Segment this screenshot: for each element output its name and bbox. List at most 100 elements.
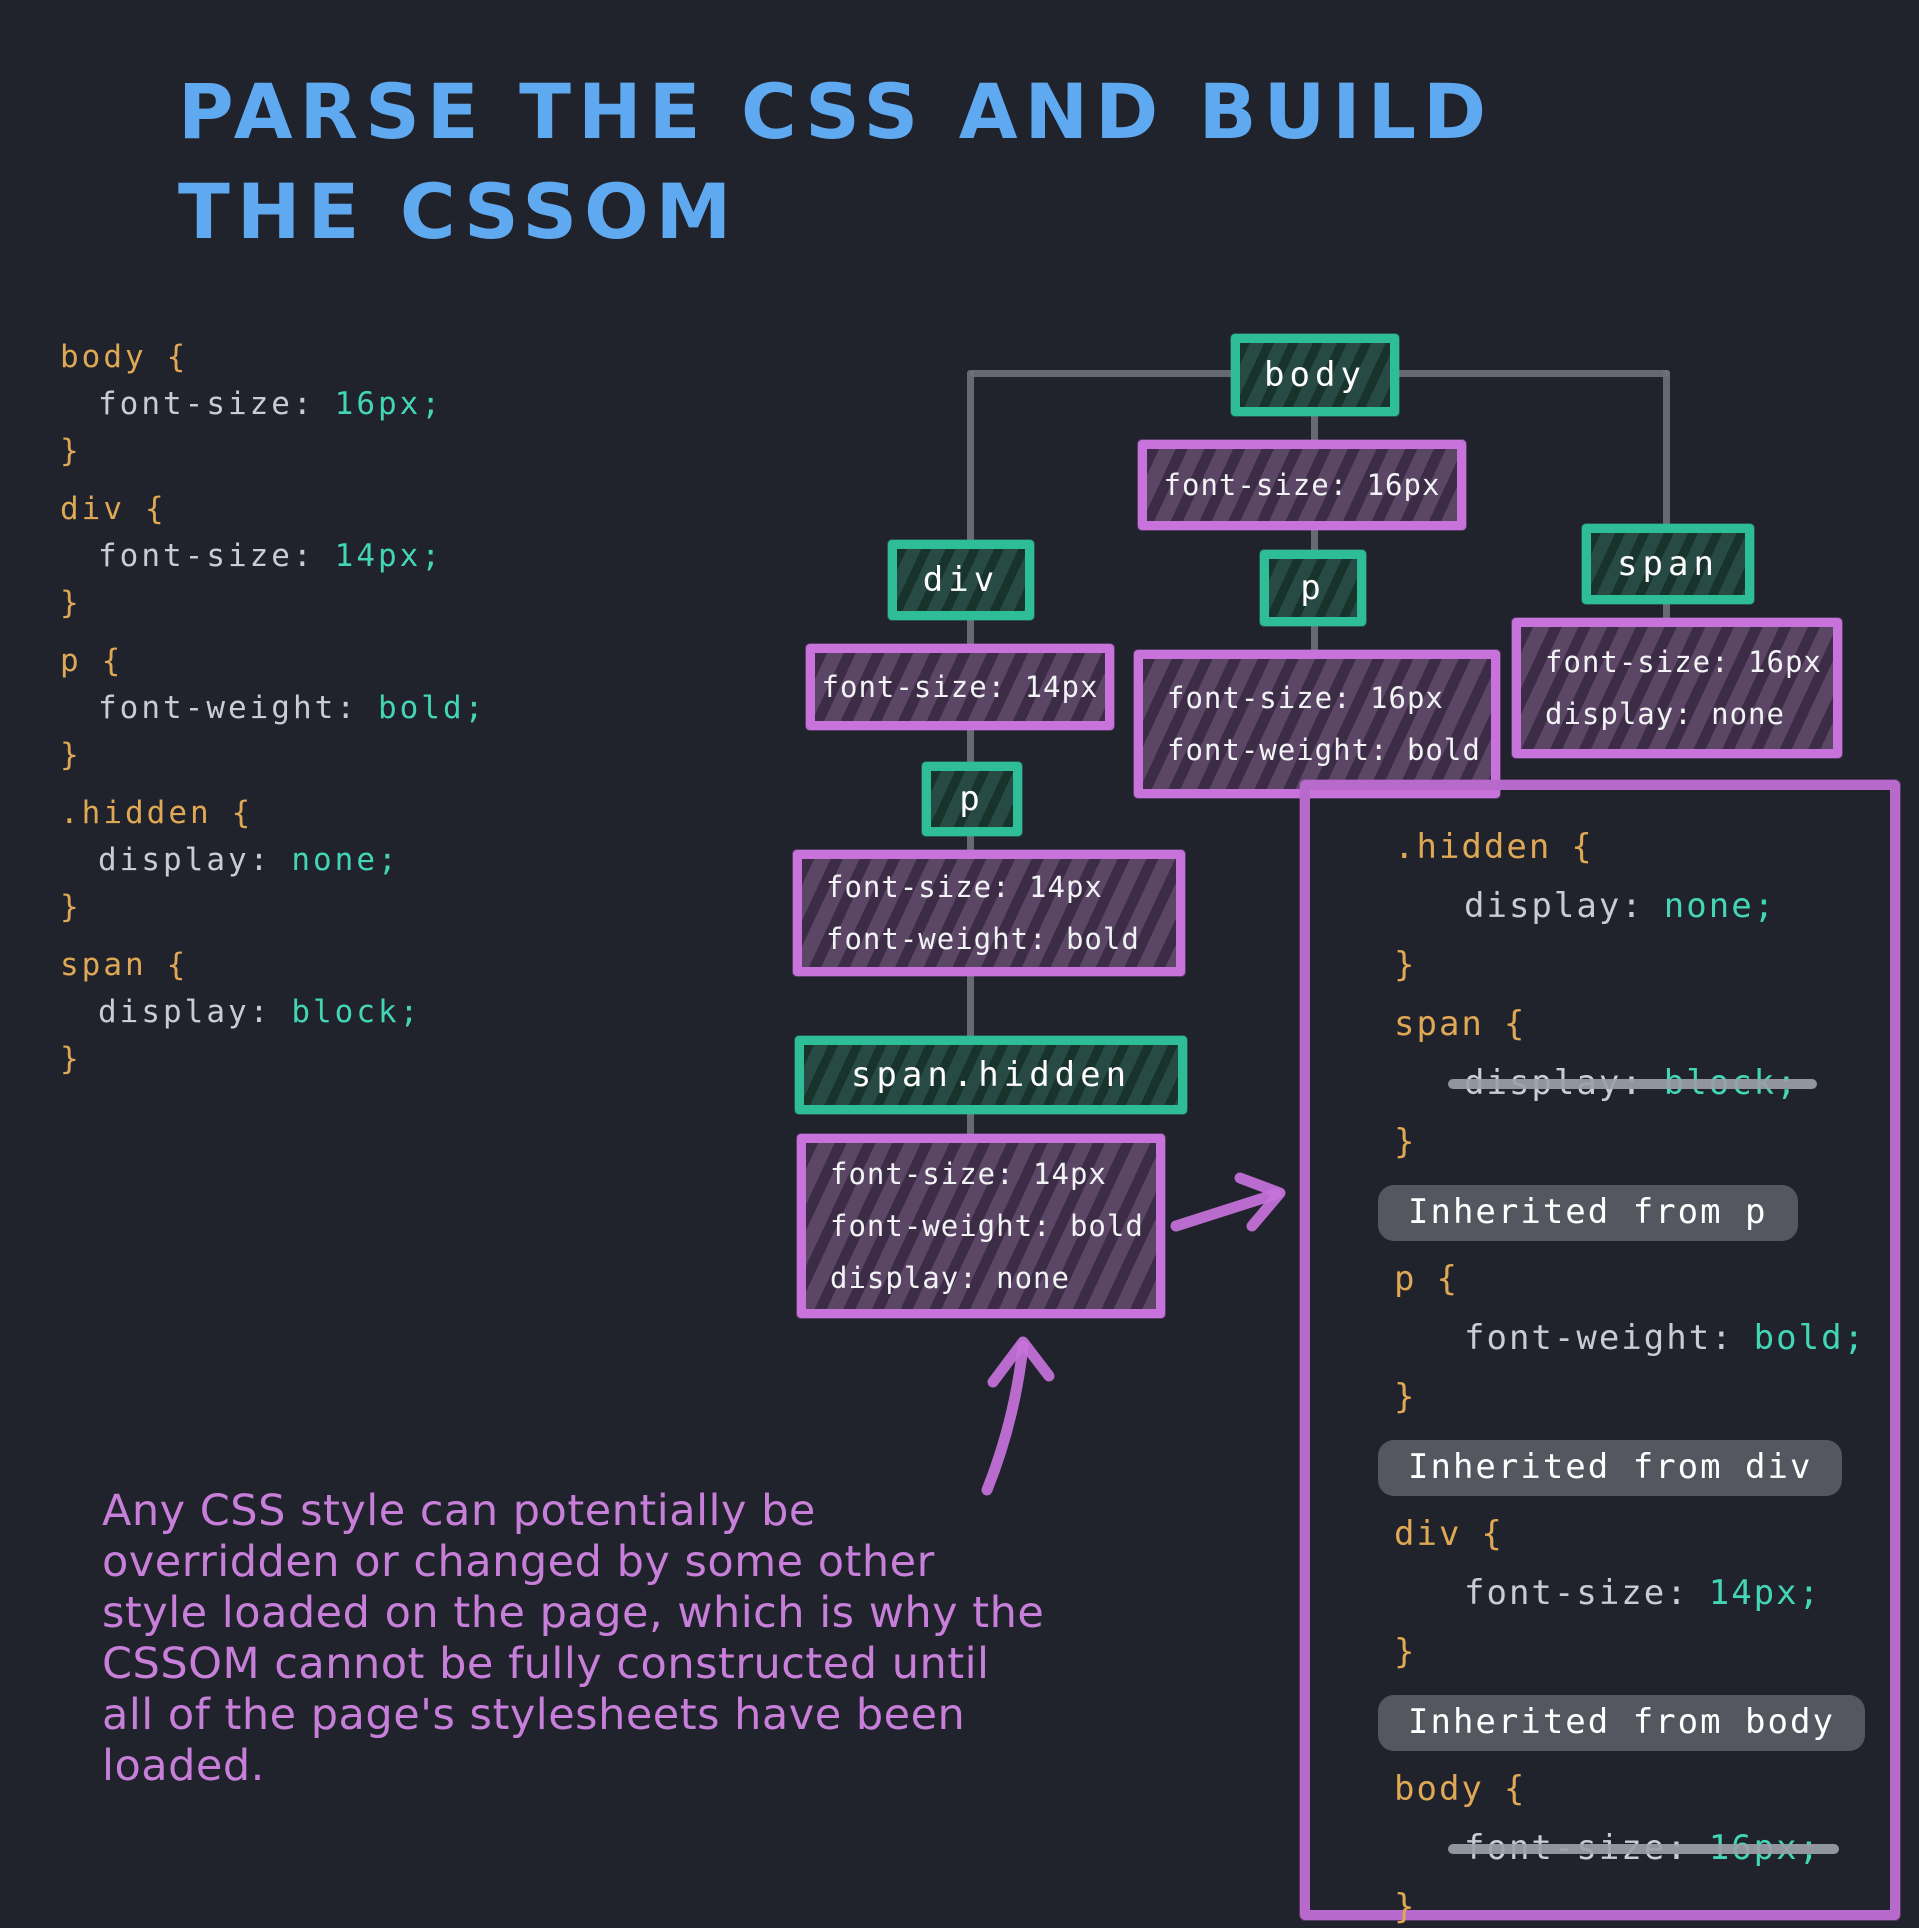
note-line: loaded. <box>102 1741 265 1791</box>
open-brace: { <box>1503 1769 1527 1809</box>
overridden-declaration: font-size:16px; <box>1447 1819 1840 1878</box>
css-value: block <box>291 994 400 1030</box>
close-brace: } <box>1394 945 1417 985</box>
css-selector: div <box>1394 1514 1462 1554</box>
semicolon: ; <box>377 842 400 878</box>
css-selector: .hidden <box>1394 827 1552 867</box>
tree-node-span-hidden: span.hidden <box>795 1036 1187 1114</box>
css-selector: span <box>60 947 147 983</box>
stylesheet-code: body{ font-size:16px; } div{ font-size:1… <box>60 334 486 1094</box>
close-brace: } <box>60 433 82 469</box>
open-brace: { <box>101 643 124 679</box>
css-property: font-weight <box>98 690 337 726</box>
colon: : <box>249 994 272 1030</box>
css-selector: p <box>60 643 82 679</box>
stylebox-p-nested-line: font-weight: bold <box>826 922 1140 956</box>
css-selector: p <box>1394 1259 1417 1299</box>
inherited-from-body-badge: Inherited from body <box>1378 1695 1865 1751</box>
css-rule-hidden: .hidden{ display:none; } <box>60 790 486 931</box>
colon: : <box>292 538 315 574</box>
explanatory-note: Any CSS style can potentially be overrid… <box>102 1486 1044 1792</box>
css-property: display <box>98 842 250 878</box>
stylebox-p-line: font-weight: bold <box>1167 733 1481 767</box>
css-property: font-size <box>1464 1828 1667 1868</box>
semicolon: ; <box>1798 1573 1822 1613</box>
stylebox-span-hidden: font-size: 14px font-weight: bold displa… <box>797 1134 1165 1318</box>
stylebox-body: font-size: 16px <box>1138 440 1466 530</box>
css-value: bold <box>1753 1318 1844 1358</box>
semicolon: ; <box>421 386 443 422</box>
tree-node-p: p <box>1260 550 1366 626</box>
stylebox-p-nested-line: font-size: 14px <box>826 870 1103 904</box>
open-brace: { <box>166 339 189 375</box>
css-selector: body <box>60 339 147 375</box>
colon: : <box>1711 1318 1734 1358</box>
tree-node-span: span <box>1582 524 1754 604</box>
css-property: display <box>98 994 250 1030</box>
page-title-line-1: PARSE THE CSS AND BUILD <box>178 67 1494 156</box>
css-value: 16px <box>334 386 422 422</box>
css-value: 14px <box>1708 1573 1799 1613</box>
stylebox-div-line: font-size: 14px <box>821 670 1099 704</box>
colon: : <box>1666 1828 1689 1868</box>
computed-rules-panel: .hidden{ display:none; } span{ display:b… <box>1300 780 1900 1927</box>
css-rule-span: span{ display:block; } <box>60 942 486 1083</box>
semicolon: ; <box>1843 1318 1867 1358</box>
css-rule-body: body { font-size:16px; } <box>60 334 486 475</box>
css-rule-p: p{ font-weight:bold; } <box>60 638 486 779</box>
note-line: CSSOM cannot be fully constructed until <box>102 1639 990 1689</box>
inherited-from-div-badge: Inherited from div <box>1378 1440 1843 1496</box>
tree-node-p-nested: p <box>922 762 1022 836</box>
stylebox-span-line: font-size: 16px <box>1545 645 1822 679</box>
open-brace: { <box>1481 1514 1504 1554</box>
connector-span-style <box>1663 600 1670 620</box>
page-title: PARSE THE CSS AND BUILD THE CSSOM <box>178 62 1493 262</box>
tree-node-body-label: body <box>1264 355 1366 395</box>
css-value: block <box>1663 1063 1777 1103</box>
colon: : <box>292 386 315 422</box>
stylebox-p: font-size: 16px font-weight: bold <box>1134 650 1500 798</box>
css-value: 16px <box>1708 1828 1799 1868</box>
close-brace: } <box>1394 1632 1417 1672</box>
css-selector: body <box>1394 1769 1484 1809</box>
note-line: all of the page's stylesheets have been <box>102 1690 966 1740</box>
css-value: none <box>291 842 378 878</box>
css-rule-div: div{ font-size:14px; } <box>60 486 486 627</box>
page-title-line-2: THE CSSOM <box>178 167 739 256</box>
stylebox-span-hidden-line: display: none <box>830 1261 1070 1295</box>
css-property: display <box>1464 886 1622 926</box>
semicolon: ; <box>399 994 422 1030</box>
css-value: bold <box>377 690 465 726</box>
connector-body-style <box>1311 412 1318 444</box>
inherited-from-p-badge: Inherited from p <box>1378 1185 1798 1241</box>
colon: : <box>336 690 358 726</box>
connector-spanhidden-style <box>967 1110 974 1136</box>
connector-div-style <box>967 614 974 646</box>
tree-node-p-nested-label: p <box>959 779 985 819</box>
right-arrow-icon <box>1170 1172 1286 1232</box>
note-line: overridden or changed by some other <box>102 1537 935 1587</box>
tree-node-span-label: span <box>1617 544 1719 584</box>
stylebox-body-line: font-size: 16px <box>1163 468 1441 502</box>
stylebox-p-line: font-size: 16px <box>1167 681 1444 715</box>
semicolon: ; <box>421 538 443 574</box>
connector-p-style <box>1311 622 1318 652</box>
tree-node-body: body <box>1231 334 1399 416</box>
css-selector: span <box>1394 1004 1484 1044</box>
semicolon: ; <box>1776 1063 1799 1103</box>
css-property: font-size <box>98 386 293 422</box>
tree-node-span-hidden-label: span.hidden <box>850 1055 1132 1095</box>
css-property: font-size <box>1464 1573 1667 1613</box>
semicolon: ; <box>1753 886 1777 926</box>
connector-style-p <box>1311 522 1318 556</box>
up-arrow-icon <box>981 1336 1055 1496</box>
connector-p2style-spanhidden <box>967 972 974 1040</box>
css-value: none <box>1663 886 1754 926</box>
css-property: font-weight <box>1464 1318 1712 1358</box>
css-selector: div <box>60 491 125 527</box>
close-brace: } <box>60 585 82 621</box>
semicolon: ; <box>464 690 487 726</box>
open-brace: { <box>166 947 189 983</box>
connector-to-span <box>1663 370 1670 526</box>
